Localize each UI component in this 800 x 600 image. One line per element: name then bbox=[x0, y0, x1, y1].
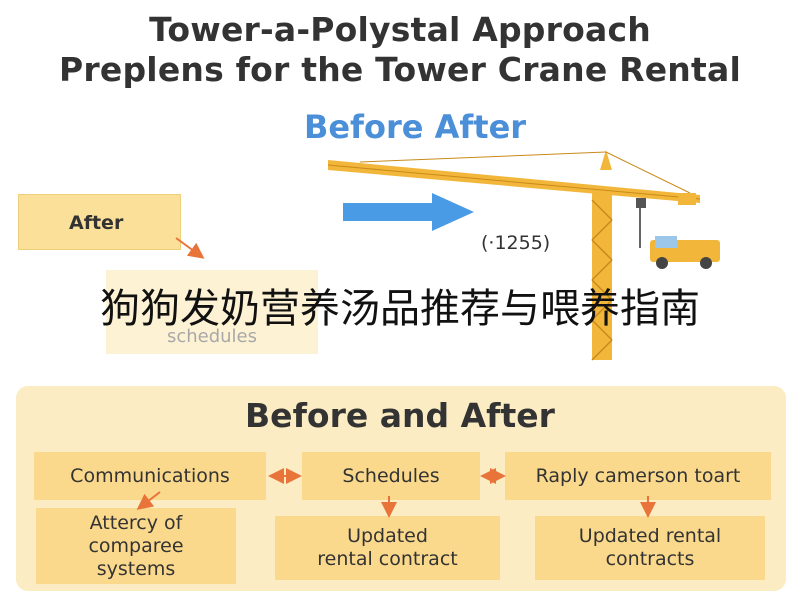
box-schedules-label: Schedules bbox=[342, 464, 440, 487]
overlay-caption: 狗狗发奶营养汤品推荐与喂养指南 bbox=[100, 286, 700, 332]
faded-box-label: schedules bbox=[166, 326, 258, 347]
box-attercy: Attercy of comparee systems bbox=[36, 508, 236, 584]
box-raply: Raply camerson toart bbox=[505, 452, 771, 500]
tower-crane-icon bbox=[327, 150, 720, 361]
box-communications: Communications bbox=[34, 452, 266, 500]
big-blue-arrow bbox=[343, 193, 474, 231]
diagram-title: Tower-a-Polystal Approach Preplens for t… bbox=[0, 10, 800, 90]
after-connector-arrow bbox=[175, 237, 205, 259]
box-updated-contract-line-2: rental contract bbox=[317, 548, 458, 570]
box-updated-contract-line-1: Updated bbox=[347, 525, 428, 547]
title-line-1: Tower-a-Polystal Approach bbox=[149, 10, 651, 49]
panel-title: Before and After bbox=[245, 396, 555, 435]
box-schedules: Schedules bbox=[302, 452, 480, 500]
box-updated-contracts: Updated rental contracts bbox=[535, 516, 765, 580]
box-attercy-line-2: comparee bbox=[88, 534, 184, 557]
crane-code-label: (·1255) bbox=[481, 232, 551, 254]
box-updated-contracts-line-1: Updated rental bbox=[578, 525, 722, 547]
title-line-2: Preplens for the Tower Crane Rental bbox=[59, 50, 741, 89]
box-attercy-line-3: systems bbox=[96, 557, 176, 580]
before-after-heading: Before After bbox=[303, 108, 527, 146]
arrow-comm-attercy bbox=[136, 491, 161, 510]
box-updated-contract: Updated rental contract bbox=[275, 516, 500, 580]
box-communications-label: Communications bbox=[70, 464, 230, 487]
faded-box: schedules bbox=[106, 270, 318, 354]
box-attercy-line-1: Attercy of bbox=[89, 511, 183, 534]
box-raply-label: Raply camerson toart bbox=[535, 464, 741, 487]
after-box: After bbox=[18, 194, 181, 250]
box-updated-contracts-line-2: contracts bbox=[605, 548, 695, 570]
